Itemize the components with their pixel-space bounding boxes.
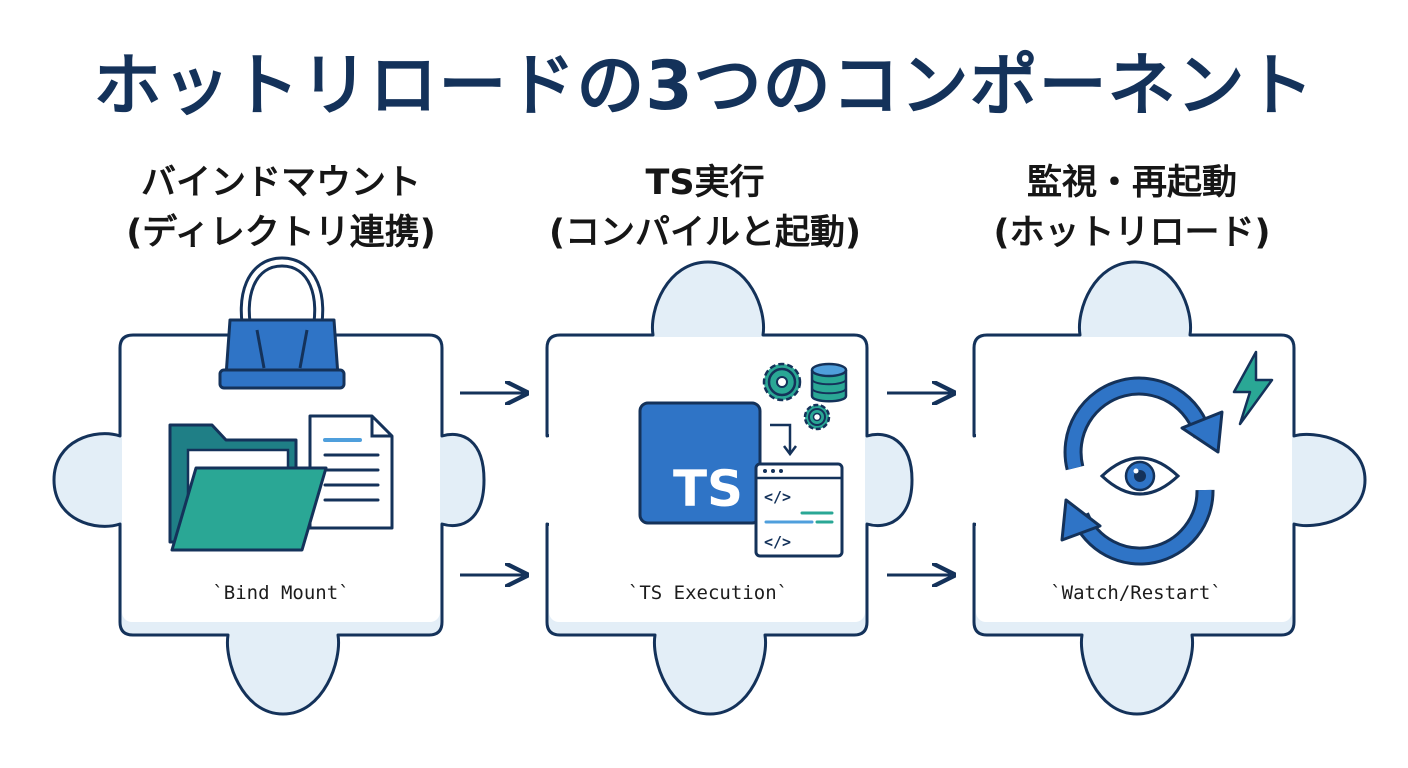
puzzle-piece-ts-execution: TS </> — [545, 260, 914, 716]
code-tag: </> — [764, 488, 791, 506]
folder-icon — [168, 423, 328, 552]
puzzle-piece-bind-mount: `Bind Mount` — [52, 256, 486, 716]
component-title-ts-execution: TS実行 (コンパイルと起動) — [515, 158, 895, 258]
code-tag: </> — [764, 533, 791, 551]
typescript-icon: TS — [638, 401, 762, 525]
binder-clip-icon — [218, 256, 346, 390]
gear-icon — [762, 362, 831, 431]
component-title-line2: (コンパイルと起動) — [549, 213, 861, 253]
refresh-cycle-icon — [1060, 376, 1224, 566]
ts-badge-label: TS — [673, 460, 743, 518]
puzzle-piece-watch-restart: `Watch/Restart` — [972, 260, 1367, 716]
component-title-bind-mount: バインドマウント (ディレクトリ連携) — [91, 158, 471, 258]
diagram-title: ホットリロードの3つのコンポーネント — [93, 47, 1315, 126]
caption-ts-execution: `TS Execution` — [628, 582, 788, 604]
database-icon — [810, 362, 848, 403]
caption-watch-restart: `Watch/Restart` — [1050, 582, 1222, 604]
component-title-line1: バインドマウント — [140, 163, 421, 203]
component-title-line1: 監視・再起動 — [1026, 163, 1237, 203]
component-title-watch-restart: 監視・再起動 (ホットリロード) — [942, 158, 1322, 258]
document-icon — [308, 414, 394, 530]
caption-bind-mount: `Bind Mount` — [212, 582, 349, 604]
component-title-line2: (ホットリロード) — [993, 213, 1271, 253]
component-title-line2: (ディレクトリ連携) — [126, 213, 436, 253]
code-window-icon: </> </> — [754, 462, 844, 558]
lightning-icon — [1232, 350, 1274, 426]
eye-icon — [1099, 456, 1181, 496]
component-title-line1: TS実行 — [645, 163, 765, 203]
